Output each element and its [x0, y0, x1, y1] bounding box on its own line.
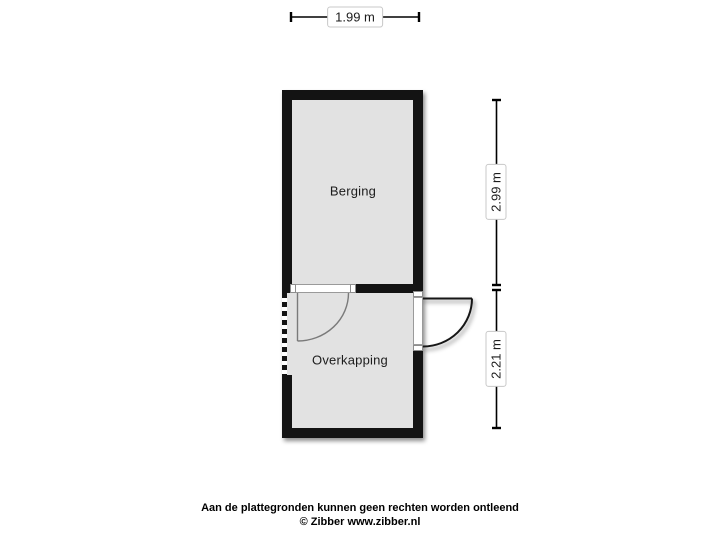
wall-left-berging: [282, 90, 292, 293]
open-wall-dashed: [282, 293, 287, 375]
dimension-label-overkapping-depth: 2.21 m: [485, 331, 507, 387]
wall-right-lower: [413, 351, 423, 438]
wall-right-upper: [413, 90, 423, 291]
exterior-door-jamb-top: [413, 291, 423, 297]
footer-disclaimer: Aan de plattegronden kunnen geen rechten…: [201, 502, 519, 514]
room-label-overkapping: Overkapping: [312, 352, 388, 368]
wall-mid-left-stub: [282, 284, 290, 293]
exterior-door-opening: [413, 297, 423, 345]
wall-bottom: [282, 428, 423, 438]
footer: Aan de plattegronden kunnen geen rechten…: [0, 501, 720, 529]
footer-credit: © Zibber www.zibber.nl: [299, 516, 421, 528]
interior-door-jamb-left: [290, 284, 296, 293]
wall-top: [282, 90, 423, 100]
dimension-label-width: 1.99 m: [327, 6, 383, 28]
room-berging-floor: [292, 100, 413, 284]
wall-mid-right: [356, 284, 423, 293]
wall-left-lower: [282, 375, 292, 428]
interior-door-opening: [296, 284, 350, 293]
dimension-label-berging-depth: 2.99 m: [485, 164, 507, 220]
exterior-door-swing: [422, 297, 473, 348]
room-label-berging: Berging: [329, 183, 377, 199]
exterior-door-jamb-bottom: [413, 345, 423, 351]
interior-door-jamb-right: [350, 284, 356, 293]
